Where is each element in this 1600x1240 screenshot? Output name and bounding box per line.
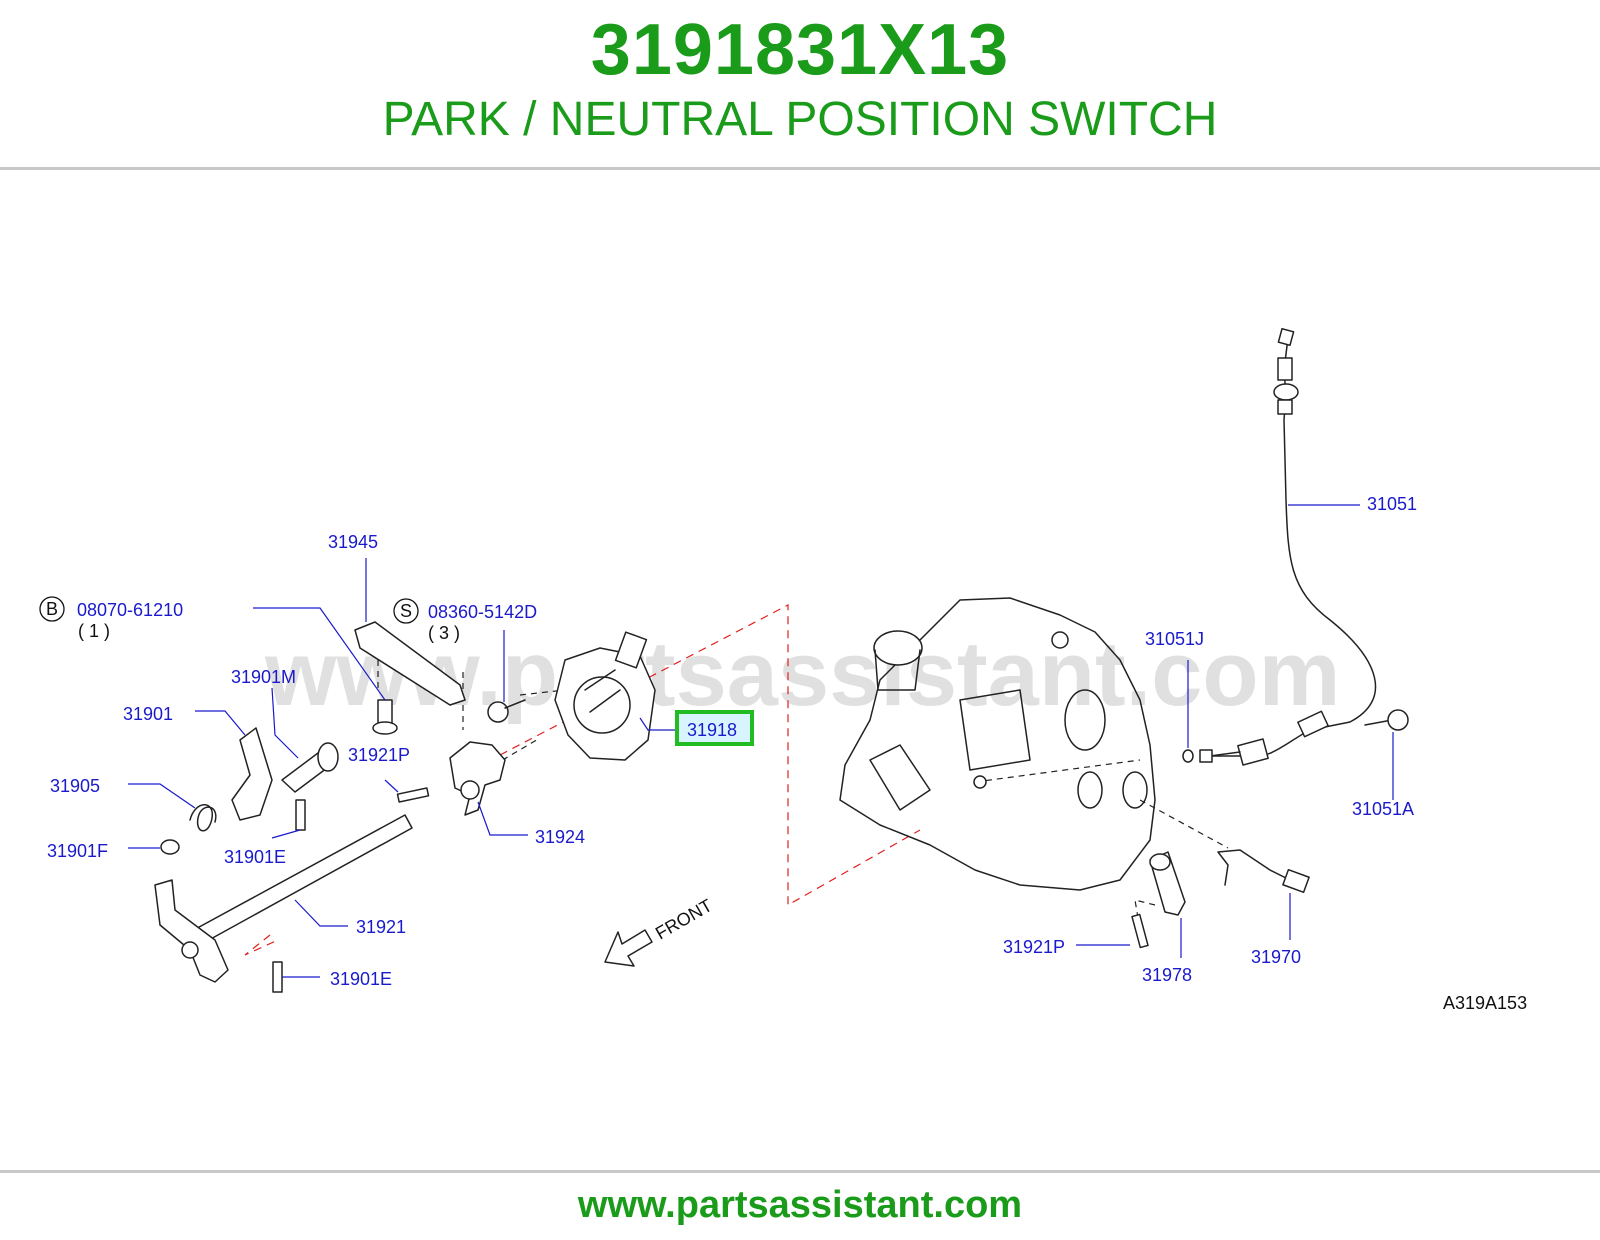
park-neutral-switch-31918 <box>554 631 656 761</box>
part-number-title: 3191831X13 <box>590 10 1010 90</box>
bolt-symbol-S: S <box>400 601 412 621</box>
bolt-symbol-B: B <box>46 599 58 619</box>
callout-31905[interactable]: 31905 <box>50 776 100 796</box>
callout-31918[interactable]: 31918 <box>687 720 737 740</box>
lever-31901 <box>231 727 273 821</box>
callout-labels: 31051 31051J 31051A 31945 B 08070-61210 … <box>39 494 1417 989</box>
callout-leader-lines <box>128 504 1394 978</box>
callout-31924[interactable]: 31924 <box>535 827 585 847</box>
pin-31921P-right <box>1131 913 1149 949</box>
cable-31051 <box>1199 327 1377 766</box>
callout-31901[interactable]: 31901 <box>123 704 173 724</box>
highlight-box-31918 <box>675 710 754 746</box>
callout-31901M[interactable]: 31901M <box>231 667 296 687</box>
bolt-symbol-circle-B <box>39 596 65 622</box>
callout-31921[interactable]: 31921 <box>356 917 406 937</box>
figure-code: A319A153 <box>1443 993 1527 1013</box>
callout-31921P-right[interactable]: 31921P <box>1003 937 1065 957</box>
transmission-case <box>839 597 1156 891</box>
part-name-subtitle: PARK / NEUTRAL POSITION SWITCH <box>382 93 1218 146</box>
front-direction-arrow: FRONT <box>604 895 716 967</box>
quantity-S: ( 3 ) <box>428 623 460 643</box>
seal-31051J <box>1182 749 1194 763</box>
detent-plate-31924 <box>449 741 506 816</box>
callout-31945[interactable]: 31945 <box>328 532 378 552</box>
shaft-31921 <box>154 814 413 983</box>
header-divider <box>0 167 1600 170</box>
footer-divider <box>0 1170 1600 1173</box>
washer-31901F <box>160 839 180 855</box>
callout-31921P-left[interactable]: 31921P <box>348 745 410 765</box>
footer-website-link[interactable]: www.partsassistant.com <box>577 1184 1023 1226</box>
callout-31970[interactable]: 31970 <box>1251 947 1301 967</box>
pin-31921P-left <box>396 787 430 803</box>
bolt-08360-5142D <box>487 699 526 723</box>
bolt-31051A <box>1364 709 1409 731</box>
callout-31901F[interactable]: 31901F <box>47 841 108 861</box>
callout-31051J[interactable]: 31051J <box>1145 629 1204 649</box>
pin-31901E-bottom <box>272 961 283 993</box>
lever-31978 <box>1149 851 1186 916</box>
front-label: FRONT <box>652 895 716 943</box>
callout-31978[interactable]: 31978 <box>1142 965 1192 985</box>
callout-31051A[interactable]: 31051A <box>1352 799 1414 819</box>
callout-08070-61210[interactable]: 08070-61210 <box>77 600 183 620</box>
spring-31905 <box>189 804 217 832</box>
callout-08360-5142D[interactable]: 08360-5142D <box>428 602 537 622</box>
pin-31901E-top <box>295 799 306 831</box>
bolt-symbol-circle-S <box>393 598 419 624</box>
sensor-31970 <box>1217 849 1310 894</box>
callout-31051[interactable]: 31051 <box>1367 494 1417 514</box>
page-header: 3191831X13 PARK / NEUTRAL POSITION SWITC… <box>0 0 1600 168</box>
quantity-B: ( 1 ) <box>78 621 110 641</box>
bushing-31901M <box>281 742 339 793</box>
callout-31901E-bottom[interactable]: 31901E <box>330 969 392 989</box>
callout-31901E-top[interactable]: 31901E <box>224 847 286 867</box>
bracket-31945 <box>354 621 466 706</box>
